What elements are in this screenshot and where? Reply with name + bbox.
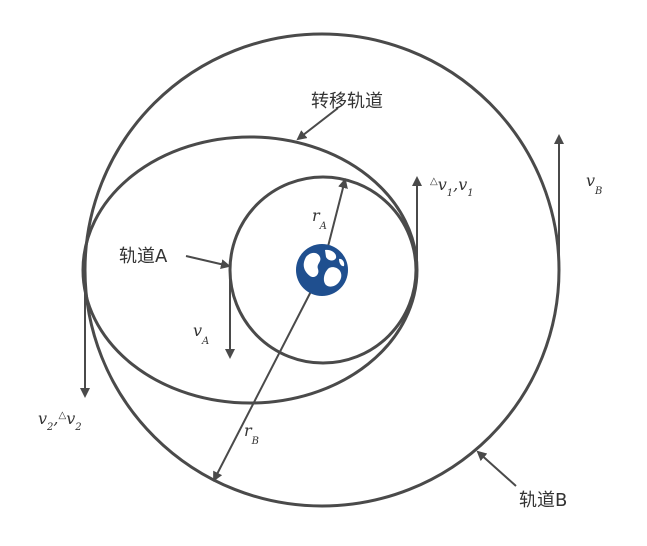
transfer-orbit-pointer: [296, 107, 339, 141]
orbit-b-pointer: [476, 450, 517, 487]
radius-b-arrow: [213, 269, 323, 482]
orbit-a-pointer: [185, 255, 231, 270]
orbit-b-label: 轨道B: [519, 490, 567, 511]
earth-globe-icon: [296, 244, 348, 296]
orbit-a-label: 轨道A: [119, 246, 168, 267]
velocity-1-label: △v1,v1: [430, 175, 474, 199]
velocity-b-label: vB: [586, 171, 602, 197]
velocity-a-label: vA: [193, 321, 209, 347]
velocity-2-label: v2,△v2: [38, 409, 82, 433]
radius-b-label: rB: [244, 421, 259, 447]
transfer-orbit-label: 转移轨道: [311, 91, 383, 112]
transfer-orbit-ellipse: [81, 135, 419, 405]
radius-a-label: rA: [312, 206, 327, 232]
